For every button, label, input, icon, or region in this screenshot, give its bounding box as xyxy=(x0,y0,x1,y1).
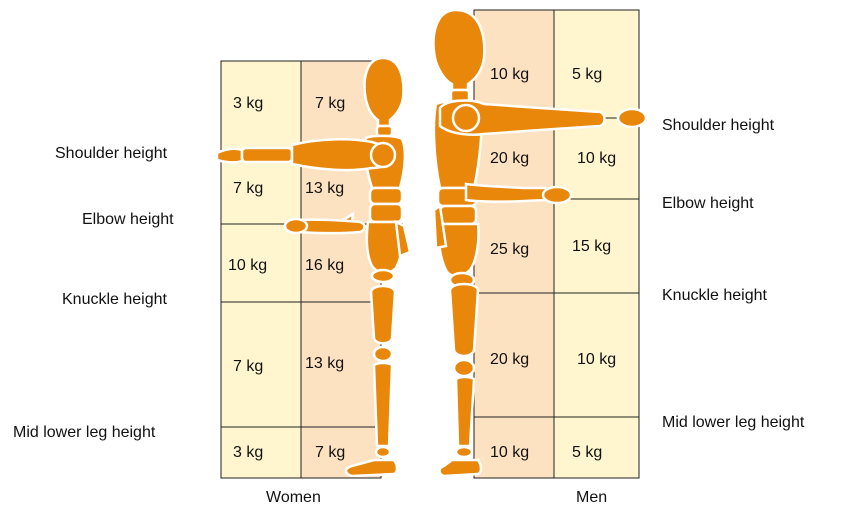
men-knuckle-height-label: Knuckle height xyxy=(662,287,767,305)
women-zone-4-dark: 13 kg xyxy=(305,355,344,373)
women-zone-1-dark: 7 kg xyxy=(315,95,345,113)
men-zone-3-light: 15 kg xyxy=(572,238,611,256)
women-zone-3-light: 10 kg xyxy=(228,257,267,275)
men-zone-4-light: 10 kg xyxy=(577,351,616,369)
women-zone-2-dark: 13 kg xyxy=(305,180,344,198)
men-shoulder-height-label: Shoulder height xyxy=(662,117,774,135)
women-zone-5-dark: 7 kg xyxy=(315,444,345,462)
women-zone-5-light: 3 kg xyxy=(233,444,263,462)
women-group-label: Women xyxy=(266,489,321,507)
men-zone-2-dark: 20 kg xyxy=(490,150,529,168)
women-zone-1-light: 3 kg xyxy=(233,95,263,113)
men-zone-5-light: 5 kg xyxy=(572,444,602,462)
men-zone-5-dark: 10 kg xyxy=(490,444,529,462)
men-zone-1-dark: 10 kg xyxy=(490,66,529,84)
men-zone-3-dark: 25 kg xyxy=(490,241,529,259)
men-elbow-height-label: Elbow height xyxy=(662,195,754,213)
men-group-label: Men xyxy=(576,489,607,507)
women-zone-3-dark: 16 kg xyxy=(305,257,344,275)
women-zone-2-light: 7 kg xyxy=(233,180,263,198)
women-elbow-height-label: Elbow height xyxy=(82,211,174,229)
women-zone-4-light: 7 kg xyxy=(233,358,263,376)
men-zone-4-dark: 20 kg xyxy=(490,351,529,369)
women-mid-lower-leg-height-label: Mid lower leg height xyxy=(13,424,155,442)
men-zone-1-light: 5 kg xyxy=(572,66,602,84)
men-mid-lower-leg-height-label: Mid lower leg height xyxy=(662,414,804,432)
women-shoulder-height-label: Shoulder height xyxy=(55,145,167,163)
men-zone-2-light: 10 kg xyxy=(577,150,616,168)
women-knuckle-height-label: Knuckle height xyxy=(62,291,167,309)
